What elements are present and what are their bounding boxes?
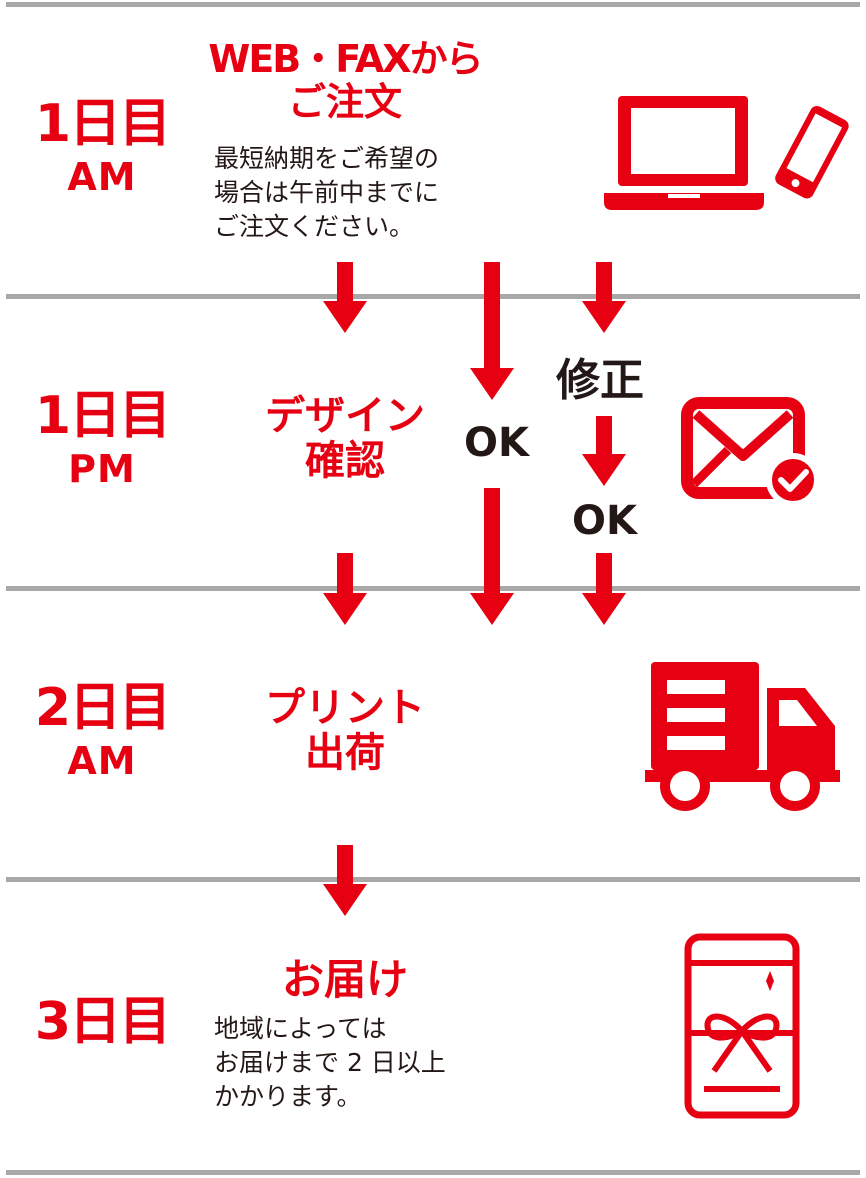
step-title-line2: 確認 (305, 437, 385, 484)
fix-label: 修正 (556, 355, 644, 406)
step-title-line1: プリント (265, 685, 425, 731)
step-order: WEB・FAXから ご注文 (190, 38, 500, 123)
description-line: 地域によっては (214, 1014, 387, 1043)
day-label-1: 1日目 AM (22, 98, 182, 196)
description-line: お届けまで 2 日以上 (214, 1048, 446, 1077)
separator-bottom (6, 1170, 860, 1175)
separator-1 (6, 294, 860, 299)
step-design-check: デザイン 確認 (230, 394, 460, 484)
arrow-fix-lower (582, 553, 626, 625)
arrow-ok-upper (470, 262, 514, 400)
laptop-icon (604, 96, 764, 210)
step-title-line2: 出荷 (305, 729, 385, 776)
gift-box-icon (684, 933, 800, 1119)
step-description-order: 最短納期をご希望の 場合は午前中までに ご注文ください。 (214, 142, 484, 244)
day-number: 2日目 (34, 678, 171, 738)
arrow-ok-lower (470, 488, 514, 625)
step-title-line1: お届け (281, 955, 408, 1004)
description-line: 場合は午前中までに (214, 178, 440, 207)
arrow-main-3 (323, 845, 367, 916)
day-time: AM (67, 155, 137, 199)
day-label-3: 2日目 AM (22, 682, 182, 780)
separator-top (6, 2, 860, 7)
arrow-main-1 (323, 262, 367, 333)
separator-2 (6, 586, 860, 591)
day-number: 3日目 (34, 992, 171, 1052)
step-delivery: お届け (240, 956, 450, 1003)
description-line: かかります。 (214, 1082, 362, 1111)
step-title-line2: ご注文 (287, 79, 402, 124)
description-line: 最短納期をご希望の (214, 144, 440, 173)
ok-label: OK (464, 420, 529, 466)
day-number: 1日目 (34, 386, 171, 446)
day-time: AM (67, 739, 137, 783)
smartphone-icon (775, 105, 849, 199)
step-description-delivery: 地域によっては お届けまで 2 日以上 かかります。 (214, 1012, 494, 1114)
mail-check-icon (681, 397, 820, 507)
ok-after-fix-label: OK (572, 498, 637, 544)
day-label-2: 1日目 PM (22, 390, 182, 488)
description-line: ご注文ください。 (214, 212, 415, 241)
day-number: 1日目 (34, 94, 171, 154)
day-time: PM (68, 447, 136, 491)
day-label-4: 3日目 (22, 996, 182, 1048)
step-print-ship: プリント 出荷 (240, 686, 450, 776)
step-title-line1: デザイン (265, 393, 425, 439)
arrow-main-2 (323, 553, 367, 625)
step-title-line1: WEB・FAXから (208, 37, 483, 81)
arrow-fix-upper (582, 262, 626, 333)
separator-3 (6, 877, 860, 882)
delivery-truck-icon (645, 662, 840, 811)
arrow-fix-mid (582, 416, 626, 486)
